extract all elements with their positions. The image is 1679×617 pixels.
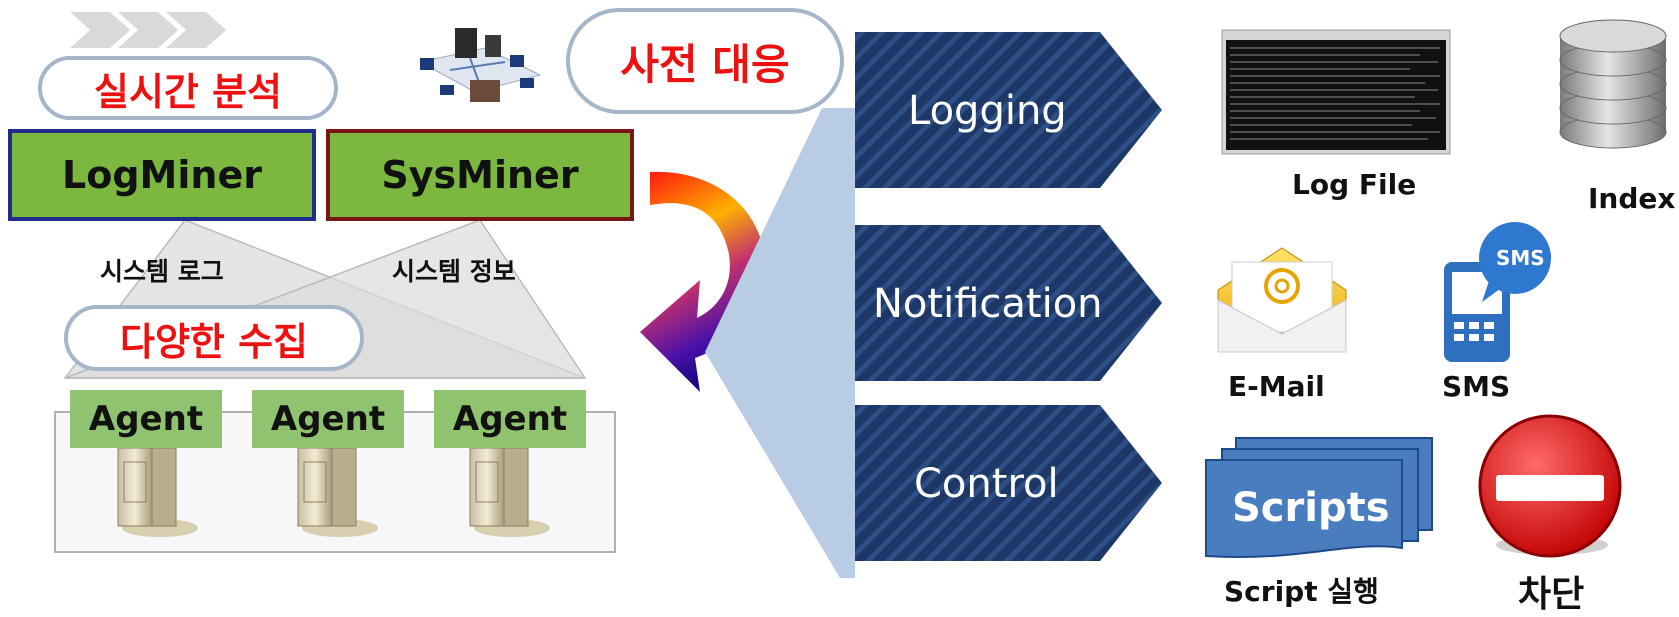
email-label: E-Mail bbox=[1228, 370, 1325, 403]
logminer-box: LogMiner bbox=[8, 129, 316, 221]
sms-badge-text: SMS bbox=[1496, 246, 1545, 270]
server-icon bbox=[117, 447, 198, 537]
notification-label: Notification bbox=[873, 281, 1103, 327]
realtime-analysis-pill: 실시간 분석 bbox=[38, 56, 338, 120]
decorative-chevrons bbox=[70, 12, 226, 48]
network-icon bbox=[418, 28, 542, 102]
various-collection-pill: 다양한 수집 bbox=[64, 305, 364, 371]
control-label: Control bbox=[914, 461, 1059, 507]
database-icon bbox=[1559, 19, 1667, 149]
agent-box: Agent bbox=[252, 390, 404, 448]
agent-box: Agent bbox=[70, 390, 222, 448]
logging-label: Logging bbox=[908, 88, 1067, 134]
sysminer-box: SysMiner bbox=[326, 129, 634, 221]
server-icon bbox=[297, 447, 378, 537]
email-icon bbox=[1217, 247, 1347, 353]
agent-box: Agent bbox=[434, 390, 586, 448]
script-exec-label: Script 실행 bbox=[1224, 575, 1379, 608]
block-label: 차단 bbox=[1518, 574, 1585, 615]
curved-arrow bbox=[640, 171, 765, 392]
phone-icon bbox=[1444, 222, 1551, 362]
log-file-label: Log File bbox=[1292, 168, 1417, 201]
proactive-response-pill: 사전 대응 bbox=[566, 8, 844, 114]
server-icon bbox=[469, 447, 550, 537]
system-log-label: 시스템 로그 bbox=[100, 257, 224, 286]
scripts-icon bbox=[1205, 437, 1433, 559]
system-info-label: 시스템 정보 bbox=[392, 257, 516, 286]
control-chevron bbox=[855, 405, 1162, 561]
stop-icon bbox=[1478, 414, 1622, 558]
log-file-icon bbox=[1221, 29, 1451, 155]
scripts-card-text: Scripts bbox=[1232, 485, 1390, 531]
logging-chevron bbox=[855, 32, 1162, 188]
sms-label: SMS bbox=[1442, 370, 1511, 403]
notification-chevron bbox=[855, 225, 1162, 381]
action-fan bbox=[705, 108, 855, 578]
index-label: Index bbox=[1588, 182, 1676, 215]
